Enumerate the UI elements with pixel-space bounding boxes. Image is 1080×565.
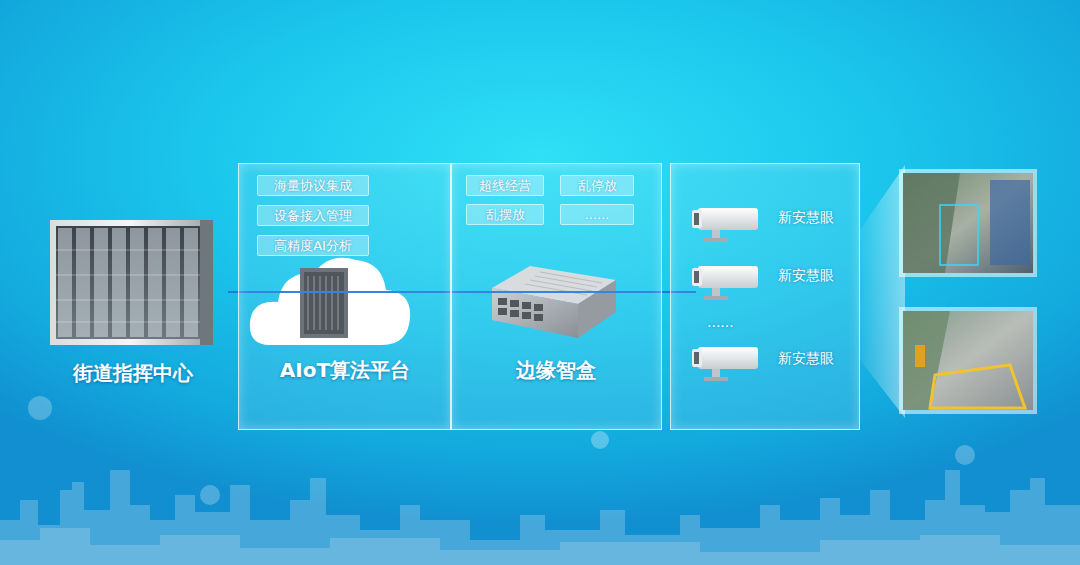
feature-tag: 海量协议集成: [257, 175, 369, 196]
command-center: 街道指挥中心: [37, 215, 228, 393]
link-line: [228, 291, 238, 293]
node-title: 边缘智盒: [451, 357, 661, 384]
camera-panel: 新安慧眼新安慧眼......新安慧眼: [670, 163, 860, 430]
tag-text: 乱停放: [578, 177, 617, 195]
feature-tag: 设备接入管理: [257, 205, 369, 226]
tag-text: 高精度AI分析: [274, 237, 352, 255]
camera-label: ......: [707, 314, 734, 330]
feature-tag: 乱停放: [560, 175, 634, 196]
camera-label: 新安慧眼: [778, 209, 834, 227]
feature-tag: 超线经营: [466, 175, 544, 196]
node-title: 街道指挥中心: [37, 360, 228, 387]
camera-label: 新安慧眼: [778, 350, 834, 368]
layer-panel: AIoT算法平台 海量协议集成设备接入管理高精度AI分析: [238, 163, 452, 430]
tag-text: 超线经营: [479, 177, 531, 195]
feature-tag: 高精度AI分析: [257, 235, 369, 256]
tag-text: ......: [585, 207, 610, 222]
layer-panel: 边缘智盒 超线经营 乱停放乱摆放......: [450, 163, 662, 430]
feature-tag: ......: [560, 204, 634, 225]
node-title: AIoT算法平台: [239, 357, 451, 384]
link-line: [662, 291, 670, 293]
tag-text: 乱摆放: [486, 206, 525, 224]
tag-text: 设备接入管理: [274, 207, 352, 225]
feature-tag: 乱摆放: [466, 204, 544, 225]
tag-text: 海量协议集成: [274, 177, 352, 195]
camera-label: 新安慧眼: [778, 267, 834, 285]
